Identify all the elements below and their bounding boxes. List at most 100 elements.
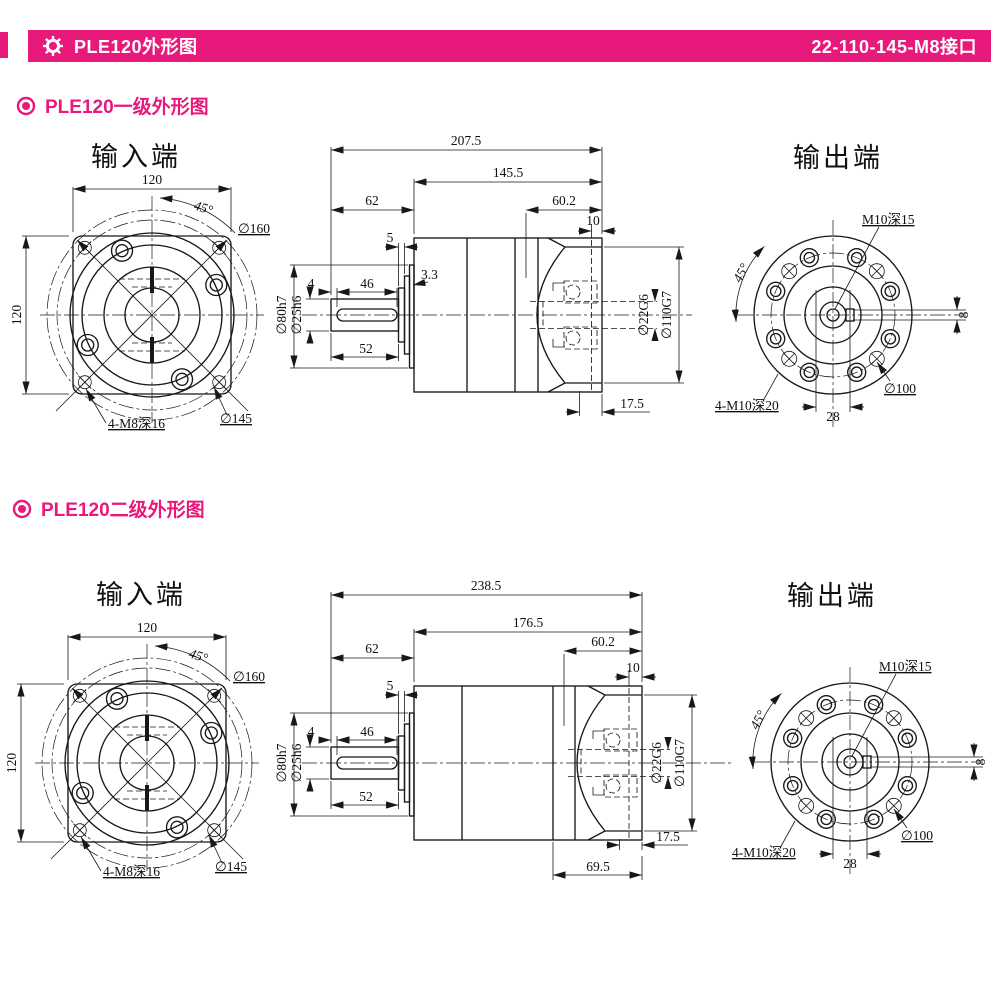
svg-text:∅22G6: ∅22G6 <box>636 294 651 336</box>
svg-text:176.5: 176.5 <box>513 615 544 630</box>
label-corner-holes: 4-M8深16 <box>85 388 165 431</box>
svg-text:10: 10 <box>586 213 600 228</box>
page-title: PLE120外形图 <box>74 37 198 57</box>
svg-text:52: 52 <box>359 789 373 804</box>
input-end-view: 120 120 45° ∅160 ∅145 4-M8深16 <box>4 620 265 879</box>
label-bolt-circle: ∅145 <box>213 386 252 426</box>
svg-text:10: 10 <box>626 660 640 675</box>
header-bar: PLE120外形图 22-110-145-M8接口 <box>28 30 991 62</box>
svg-text:4: 4 <box>308 276 315 291</box>
svg-text:238.5: 238.5 <box>471 580 502 593</box>
dim-spacer: 5 <box>385 230 418 286</box>
svg-text:4-M10深20: 4-M10深20 <box>732 845 796 860</box>
dim-shaft-len: 62 <box>331 641 414 662</box>
svg-text:4-M8深16: 4-M8深16 <box>103 864 160 879</box>
svg-text:60.2: 60.2 <box>552 193 576 208</box>
dim-key-len: 46 <box>337 276 398 307</box>
hidden-sockets <box>592 728 638 798</box>
page-edge-accent <box>0 32 8 58</box>
svg-text:120: 120 <box>137 620 158 635</box>
dim-angle: 45° <box>154 643 231 682</box>
dim-height: 120 <box>4 683 64 843</box>
dim-spigot-dia: ∅110G7 <box>644 694 697 832</box>
dim-body: 176.5 <box>413 615 642 682</box>
dim-height: 120 <box>9 235 69 395</box>
mounting-holes <box>76 239 228 391</box>
svg-text:28: 28 <box>826 409 840 424</box>
svg-text:5: 5 <box>387 678 394 693</box>
dim-width: 120 <box>67 620 227 680</box>
svg-text:∅145: ∅145 <box>220 411 252 426</box>
bullet-icon <box>16 96 36 115</box>
dim-stage-len: 69.5 <box>552 842 643 880</box>
corner-screw-holes <box>72 688 222 838</box>
tapped-holes <box>781 263 885 367</box>
label-max-dia: ∅160 <box>238 221 270 236</box>
dim-key-total: 52 <box>330 781 399 809</box>
dim-boss: 3.3 <box>412 267 438 287</box>
label-max-dia: ∅160 <box>233 669 265 684</box>
hub-keyway <box>119 267 185 363</box>
svg-text:4: 4 <box>308 724 315 739</box>
dim-key-height: 8 <box>853 296 971 334</box>
svg-text:120: 120 <box>9 305 24 326</box>
dim-total: 238.5 <box>330 580 643 743</box>
svg-text:∅80h7: ∅80h7 <box>274 295 289 334</box>
svg-text:60.2: 60.2 <box>591 634 615 649</box>
through-holes <box>766 248 900 382</box>
bullet-icon <box>12 499 32 518</box>
header-interface-label: 22-110-145-M8接口 <box>811 37 977 57</box>
input-end-title: 输入端 <box>91 142 181 172</box>
svg-text:62: 62 <box>365 641 379 656</box>
svg-text:∅25h6: ∅25h6 <box>289 743 304 782</box>
svg-text:52: 52 <box>359 341 373 356</box>
side-view: 238.5 176.5 62 60.2 10 <box>274 580 732 880</box>
dim-shaft-len: 62 <box>331 193 414 214</box>
svg-text:207.5: 207.5 <box>451 133 482 148</box>
svg-text:∅145: ∅145 <box>215 859 247 874</box>
gear-icon <box>43 36 63 56</box>
dim-key-height: 8 <box>870 743 988 781</box>
svg-text:45°: 45° <box>747 707 769 731</box>
dim-spacer: 5 <box>385 678 418 734</box>
label-corner-holes: 4-M8深16 <box>80 836 160 879</box>
input-end-title: 输入端 <box>96 580 186 610</box>
dim-bore-dia: ∅22G6 <box>649 737 672 789</box>
dim-key-len: 46 <box>337 724 398 755</box>
svg-text:8: 8 <box>973 758 988 765</box>
dim-key-total: 52 <box>330 333 399 361</box>
svg-text:4-M10深20: 4-M10深20 <box>715 398 779 413</box>
mounting-holes <box>71 687 223 839</box>
svg-text:120: 120 <box>142 172 163 187</box>
side-view: 207.5 145.5 62 60.2 10 <box>274 133 692 416</box>
label-face-holes: 4-M10深20 <box>715 373 779 413</box>
svg-text:M10深15: M10深15 <box>879 659 932 674</box>
section1-heading: PLE120一级外形图 <box>16 92 209 119</box>
dim-angle: 45° <box>730 246 765 323</box>
svg-text:4-M8深16: 4-M8深16 <box>108 416 165 431</box>
dim-key-offset: 4 <box>308 276 350 307</box>
svg-text:28: 28 <box>843 856 857 871</box>
svg-text:45°: 45° <box>192 198 215 218</box>
svg-text:∅110G7: ∅110G7 <box>659 291 674 339</box>
label-face-holes: 4-M10深20 <box>732 820 796 860</box>
dim-flange: 60.2 <box>564 634 642 655</box>
svg-text:∅100: ∅100 <box>884 381 916 396</box>
input-end-view: 120 120 45° ∅160 ∅145 4-M8深16 <box>9 172 270 431</box>
through-holes <box>783 695 917 829</box>
dim-pilot-dia: ∅80h7 <box>274 712 408 817</box>
svg-text:3.3: 3.3 <box>421 267 438 282</box>
dim-flange-depth: 17.5 <box>566 391 650 416</box>
svg-text:5: 5 <box>387 230 394 245</box>
dim-flange: 60.2 <box>526 193 602 214</box>
svg-text:120: 120 <box>4 753 19 774</box>
svg-text:46: 46 <box>360 276 374 291</box>
dim-bore-dia: ∅22G6 <box>636 289 659 341</box>
svg-text:45°: 45° <box>187 646 210 666</box>
output-end-view: 45° M10深15 4-M10深20 ∅100 28 <box>715 212 971 429</box>
svg-text:M10深15: M10深15 <box>862 212 915 227</box>
svg-text:∅22G6: ∅22G6 <box>649 742 664 784</box>
label-center-tap: M10深15 <box>834 212 915 310</box>
svg-text:∅25h6: ∅25h6 <box>289 295 304 334</box>
